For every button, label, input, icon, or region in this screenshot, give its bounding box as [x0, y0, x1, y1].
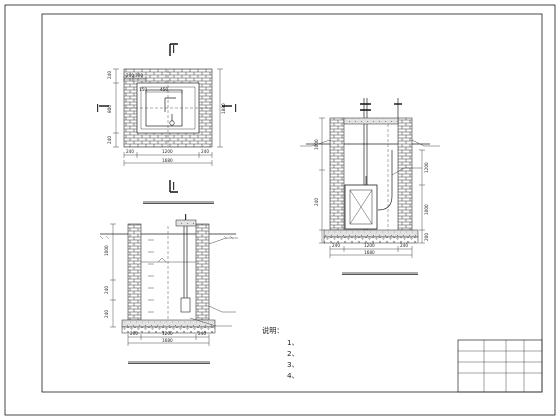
section-left-dim-b: 240: [104, 286, 109, 294]
section-left-ladder: [148, 239, 154, 313]
section-right-dim-right-b: 1000: [424, 204, 429, 215]
title-block: [457, 339, 543, 393]
plan-dim-inner-width: 450: [160, 87, 168, 92]
plan-section-mark-right: I: [234, 102, 237, 115]
plan-dim-left-a: 240: [107, 71, 112, 79]
section-right-dim-right-a: 1200: [424, 162, 429, 173]
section-left-mark: I: [184, 212, 187, 225]
plan-dim-left-b: 800: [107, 105, 112, 113]
section-right-top-slab: [343, 117, 399, 125]
plan-section-mark-left: I: [96, 102, 99, 115]
section-left-base: [121, 319, 216, 328]
section-left-wall-left: [127, 223, 142, 321]
section-right-dim-left-b: 240: [314, 198, 319, 206]
notes-item-1: 1、: [287, 338, 299, 347]
plan-dim-top-b: 300: [135, 73, 143, 78]
section-left: I 1000 240 240 200: [99, 212, 238, 364]
section-left-dim-bottom-total: 1680: [162, 338, 173, 343]
section-left-wall-right: [195, 223, 210, 321]
inner-frame: [41, 13, 543, 393]
section-left-gravel: [121, 326, 216, 334]
section-right-dim-bottom-a: 240: [332, 243, 340, 248]
plan-dim-bottom-a: 240: [126, 149, 134, 154]
section-left-dim-bottom-a: 200: [130, 331, 138, 336]
plan-section-mark-top: I: [172, 43, 175, 56]
section-right-base: [323, 229, 419, 238]
plan-dim-right-total: 1880: [221, 103, 226, 114]
outer-frame: [4, 4, 556, 416]
notes-item-2: 2、: [287, 349, 299, 358]
section-left-dim-bottom-b: 1200: [162, 331, 173, 336]
section-left-dim-c: 240: [104, 310, 109, 318]
section-right: 1000 240 1200 1000 200 240 1200 240 1680: [300, 98, 440, 275]
design-notes: 说明： 1、 2、 3、 4、: [262, 326, 299, 380]
section-right-wall-left: [329, 117, 345, 231]
section-right-pipe: [377, 150, 393, 211]
section-right-dim-bottom-total: 1680: [364, 250, 375, 255]
section-left-dim-a: 1000: [104, 245, 109, 256]
plan-dim-bottom-c: 240: [201, 149, 209, 154]
plan-dim-top-a: 240: [126, 73, 134, 78]
plan-view: I I I I 240 300 450 150 240 800 240 1880: [96, 43, 237, 204]
notes-heading: 说明：: [262, 326, 284, 335]
section-right-gravel: [323, 236, 419, 244]
plan-dim-bottom-b: 1200: [162, 149, 173, 154]
section-right-dim-bottom-c: 240: [400, 243, 408, 248]
section-left-valve-stem: [183, 226, 188, 300]
notes-item-4: 4、: [287, 371, 299, 380]
section-left-dim-bottom-c: 240: [198, 331, 206, 336]
notes-item-3: 3、: [287, 360, 299, 369]
section-right-dim-bottom-b: 1200: [364, 243, 375, 248]
plan-section-mark-bottom: I: [172, 180, 175, 193]
section-left-valve-body: [180, 297, 191, 313]
section-right-dim-right-c: 200: [424, 233, 429, 241]
section-right-wall-right: [397, 117, 413, 231]
section-left-cover: [175, 219, 197, 227]
plan-dim-inner-offset: 150: [139, 87, 147, 92]
plan-dim-left-c: 240: [107, 136, 112, 144]
plan-dim-bottom-total: 1680: [162, 158, 173, 163]
plan-valve-symbol: [169, 120, 175, 126]
